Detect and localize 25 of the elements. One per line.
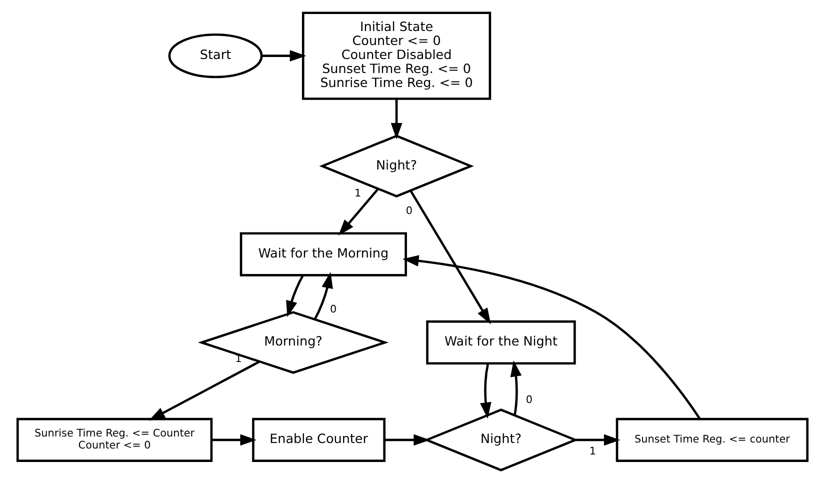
arrow: [211, 434, 256, 446]
arrow: [384, 434, 430, 446]
arrow: [410, 190, 491, 324]
edge-label: 0: [526, 394, 533, 406]
arrow: [390, 99, 402, 140]
node-box: Enable Counter: [252, 418, 386, 462]
arrow: [480, 364, 492, 419]
node-box: Sunrise Time Reg. <= Counter Counter <= 0: [16, 418, 213, 462]
arrow: [261, 50, 306, 62]
arrow: [402, 255, 701, 420]
arrow: [510, 360, 522, 416]
edge-label: 1: [354, 188, 362, 200]
edge-label: 1: [589, 445, 596, 458]
arrow: [286, 274, 304, 318]
arrow: [576, 434, 620, 446]
node-ellipse: Start: [168, 33, 263, 78]
node-box: Wait for the Night: [426, 320, 576, 365]
node-box: Initial State Counter <= 0 Counter Disabled Sunset Time Reg. <= 0 Sunrise Time Reg. <= 0: [302, 12, 492, 100]
node-diamond: Night?: [424, 408, 578, 472]
edge-label: 0: [406, 205, 412, 218]
node-box: Sunset Time Reg. <= counter: [616, 418, 809, 462]
arrow: [314, 272, 333, 320]
arrow: [338, 188, 379, 236]
node-box: Wait for the Morning: [240, 232, 407, 276]
arrow: [148, 360, 260, 421]
